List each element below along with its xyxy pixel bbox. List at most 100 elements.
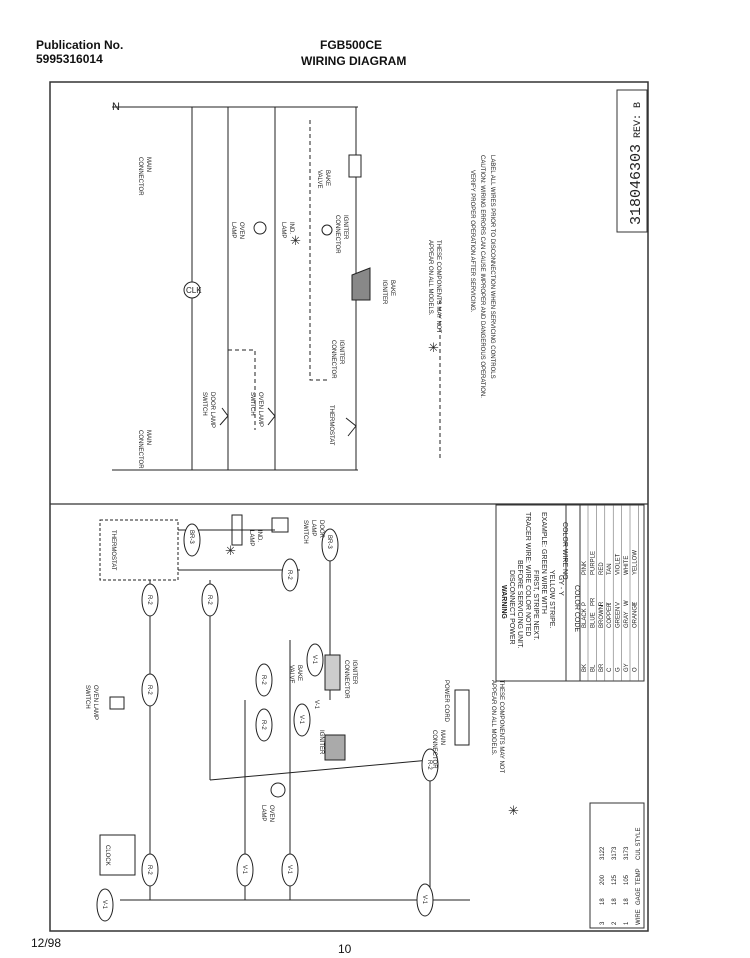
color-code-cell: C [607,667,613,672]
color-code-cell: WHITE [624,556,630,575]
pict-bake-valve-2: VALVE [288,665,294,683]
ind-lamp-symbol [321,224,333,236]
wire-table-cell: 18 [612,898,618,905]
pict-v1-4: V-1 [286,865,292,875]
pict-br3-a: BR-3 [188,530,194,544]
pict-power-cord: POWER CORD [443,680,449,723]
warning-line-2: BEFORE SERVICING UNIT. [516,560,523,649]
n-label: N [112,101,120,113]
pict-thermostat: THERMOSTAT [110,530,116,571]
pict-oven-lamp-2: LAMP [260,805,266,821]
color-code-cell: Y [632,602,638,606]
asterisk-ind-lamp: ✳ [290,233,301,248]
r2-oval-1 [141,583,159,617]
revision: REV: B [633,102,644,138]
wire-table-header: GAGE [636,888,642,905]
color-code-cell: ORANGE [632,602,638,628]
color-code-cell: BLACK [582,608,588,628]
r2-oval-2 [201,583,219,617]
wire-table-cell: 2 [612,921,618,925]
asterisk-pict-ind-lamp: ✳ [225,543,236,558]
door-lamp-switch-2: SWITCH [201,392,207,416]
door-lamp-switch-1: DOOR LAMP [209,392,215,428]
warning-box: WARNING DISCONNECT POWER BEFORE SERVICIN… [495,504,645,682]
main-connector-bottom-2: CONNECTOR [137,430,143,469]
wire-table-cell: 200 [600,874,606,885]
color-code-cell: O [632,667,638,672]
caution-line-2: CAUTION: WIRING ERRORS CAN CAUSE IMPROPE… [479,155,485,398]
oven-lamp-switch-symbol [267,407,276,426]
color-code-cell: YELLOW [632,550,638,575]
oven-lamp-label-2: LAMP [230,222,236,238]
color-code-cell: PURPLE [590,551,596,575]
ind-lamp-label-1: IND. [288,222,294,234]
pict-v1-3: V-1 [241,865,247,875]
door-switch-symbol [219,407,229,426]
dashed-ind-lamp [309,120,330,381]
ind-lamp-label-2: LAMP [280,222,286,238]
pict-v1-2: V-1 [311,655,317,665]
br3-oval [321,528,339,562]
warning-line-1: DISCONNECT POWER [508,570,515,645]
pict-door-switch-2: LAMP [310,520,316,536]
igniter-connector-bottom-1: IGNITER [338,340,344,365]
r2-oval-3 [281,558,299,592]
igniter-connector-top-1: IGNITER [342,215,348,240]
doc-number-box: 318046303 REV: B [616,89,648,233]
ind-lamp-body [231,514,243,546]
main-connector-top-1: MAIN [145,157,151,172]
r2-oval-5 [255,663,273,697]
doc-number: 318046303 [628,144,645,225]
bake-valve-label-2: VALVE [316,170,322,188]
pict-r2-4: R-2 [146,685,152,695]
color-code-cell: GY [624,663,630,672]
bake-valve-symbol [348,154,362,178]
color-code-cell: R [599,601,605,606]
pict-note-1: THESE COMPONENTS MAY NOT [498,680,504,773]
main-connector-bottom-1: MAIN [145,430,151,445]
color-code-cell: BL [590,664,596,672]
bake-igniter-label-1: BAKE [389,280,395,296]
r2-oval-4 [141,673,159,707]
pict-ind-lamp-1: IND. [256,530,262,542]
pict-door-switch-3: SWITCH [302,520,308,544]
pict-r2-3: R-2 [286,570,292,580]
r2-oval-7 [421,748,439,782]
oven-lamp-label-1: OVEN [238,222,244,239]
pict-ind-lamp-2: LAMP [248,530,254,546]
publication-label: Publication No. [36,38,124,52]
igniter-body [324,734,346,761]
diagram-frame [49,81,649,932]
wire-table-header: TEMP [636,868,642,885]
clock-symbol [183,281,201,299]
wire-table-cell: 3173 [612,846,618,860]
warning-title: WARNING [500,585,507,619]
pict-oven-lamp-switch-1: OVEN LAMP [92,685,98,720]
pict-door-switch-1: DOOR [318,520,324,539]
warning-line-7: GY - Y [557,575,564,596]
v1-oval-1 [293,703,311,737]
dashed-door-lamp [228,349,256,430]
pict-igniter-connector-1: IGNITER [351,660,357,685]
thermostat-box [99,519,179,581]
pict-main-connector-1: MAIN [439,730,445,745]
pict-r2-6: R-2 [260,720,266,730]
oven-lamp-symbol [253,221,267,235]
pict-r2-2: R-2 [206,595,212,605]
warning-line-3: TRACER WIRE: WIRE COLOR NOTED [524,512,531,636]
pict-r2-7: R-2 [426,760,432,770]
color-code-cell: COPPER [607,602,613,628]
br3-oval-2 [183,523,201,557]
bake-igniter-label-2: IGNITER [381,280,387,305]
thermostat-label: THERMOSTAT [328,405,334,446]
wire-table-cell: 3122 [600,846,606,860]
pict-note-2: APPEAR ON ALL MODELS. [490,680,496,756]
oven-lamp-switch-body [109,696,125,710]
v1-oval-2 [306,643,324,677]
warning-line-6: YELLOW STRIPE. [548,570,555,628]
footer-date: 12/98 [31,936,62,950]
color-code-cell: RED [599,562,605,575]
r2-oval-6 [255,708,273,742]
